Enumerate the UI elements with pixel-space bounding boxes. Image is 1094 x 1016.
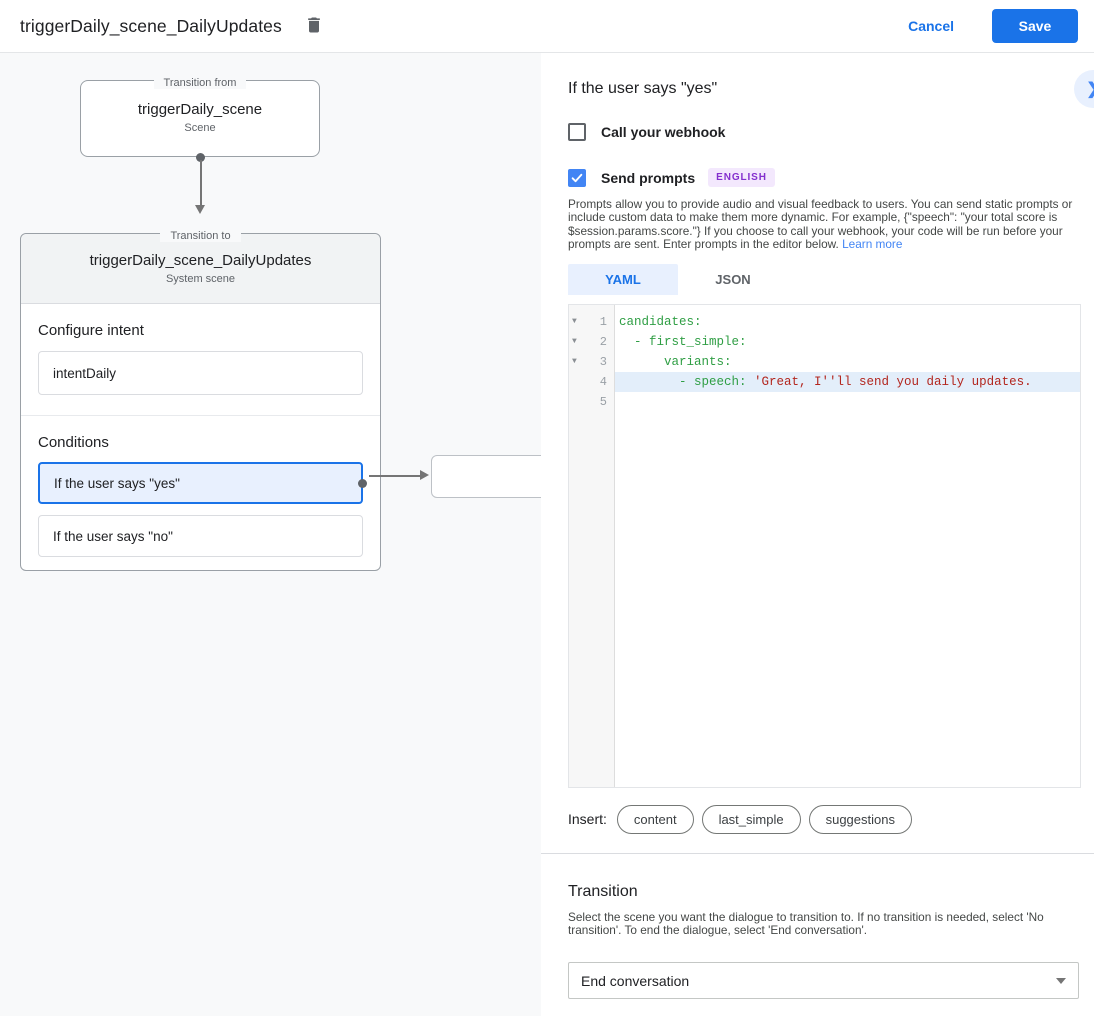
editor-format-tabs: YAML JSON: [568, 263, 1078, 295]
condition-arrowhead-icon: [420, 470, 429, 480]
connector-arrowhead-icon: [195, 205, 205, 214]
code-line-1: candidates:: [619, 314, 702, 329]
conditions-heading: Conditions: [38, 434, 109, 451]
insert-label: Insert:: [568, 811, 607, 828]
learn-more-link[interactable]: Learn more: [842, 237, 903, 252]
to-scene-header: triggerDaily_scene_DailyUpdates System s…: [21, 234, 380, 304]
transition-from-node[interactable]: Transition from triggerDaily_scene Scene: [80, 77, 320, 157]
from-scene-type: Scene: [184, 122, 216, 134]
condition-connector-dot: [358, 478, 367, 488]
collapse-panel-button[interactable]: ❯: [1074, 70, 1094, 108]
code-line-5: [615, 392, 1080, 412]
checkmark-icon: [570, 171, 584, 185]
trash-icon: [304, 15, 324, 38]
send-prompts-checkbox[interactable]: [568, 168, 586, 187]
transition-to-node: Transition to triggerDaily_scene_DailyUp…: [20, 230, 381, 571]
configure-intent-heading: Configure intent: [38, 322, 144, 339]
condition-item-no[interactable]: If the user says "no": [38, 515, 363, 557]
transition-selected-value: End conversation: [581, 972, 690, 989]
condition-no-label: If the user says "no": [53, 528, 173, 544]
to-scene-name: triggerDaily_scene_DailyUpdates: [89, 252, 312, 269]
insert-last-simple-chip[interactable]: last_simple: [701, 804, 801, 834]
cancel-button[interactable]: Cancel: [892, 10, 970, 42]
prompt-code-editor[interactable]: ▼1 ▼2 ▼3 4 5 candidates: - first_simple:…: [568, 303, 1081, 788]
dropdown-caret-icon: [1056, 977, 1066, 984]
intent-value: intentDaily: [53, 365, 117, 381]
condition-yes-label: If the user says "yes": [54, 475, 180, 491]
editor-code-area[interactable]: candidates: - first_simple: variants: - …: [615, 305, 1080, 787]
connector-line: [200, 160, 202, 206]
save-button[interactable]: Save: [992, 9, 1078, 43]
tab-json[interactable]: JSON: [715, 271, 751, 287]
code-line-2: - first_simple:: [619, 334, 747, 349]
insert-suggestions-chip[interactable]: suggestions: [808, 804, 912, 834]
code-line-4-active: - speech: 'Great, I''ll send you daily u…: [615, 371, 1080, 392]
to-scene-type: System scene: [165, 273, 236, 285]
chevron-right-icon: ❯: [1086, 79, 1094, 99]
fold-arrow-icon[interactable]: ▼: [572, 356, 577, 366]
transition-select[interactable]: End conversation: [568, 962, 1079, 1000]
condition-item-yes[interactable]: If the user says "yes": [38, 462, 367, 504]
call-webhook-label: Call your webhook: [601, 124, 726, 140]
condition-target-node[interactable]: [431, 455, 541, 498]
send-prompts-label: Send prompts: [601, 169, 696, 186]
language-badge: ENGLISH: [708, 168, 775, 187]
connector-dot: [196, 153, 205, 162]
transition-from-label: Transition from: [81, 73, 319, 91]
from-scene-name: triggerDaily_scene: [137, 101, 263, 118]
intent-conditions-divider: [21, 415, 380, 416]
fold-arrow-icon[interactable]: ▼: [572, 316, 577, 326]
main-area: Transition from triggerDaily_scene Scene…: [0, 53, 1094, 1016]
transition-heading: Transition: [568, 882, 638, 900]
intent-field[interactable]: intentDaily: [38, 351, 363, 395]
delete-scene-button[interactable]: [298, 10, 330, 42]
section-divider: [541, 852, 1094, 854]
editor-gutter: ▼1 ▼2 ▼3 4 5: [569, 304, 615, 787]
fold-arrow-icon[interactable]: ▼: [572, 336, 577, 346]
condition-panel-title: If the user says "yes": [568, 80, 718, 97]
insert-content-chip[interactable]: content: [616, 804, 694, 834]
condition-editor-panel: If the user says "yes" ❯ Call your webho…: [541, 53, 1094, 1016]
call-webhook-checkbox[interactable]: [568, 123, 586, 141]
code-line-3: variants:: [619, 354, 732, 369]
transition-description: Select the scene you want the dialogue t…: [568, 909, 1044, 938]
condition-connector-line: [369, 475, 421, 477]
toolbar: triggerDaily_scene_DailyUpdates Cancel S…: [0, 0, 1094, 53]
insert-snippet-row: Insert: content last_simple suggestions: [568, 804, 1078, 834]
prompts-description: Prompts allow you to provide audio and v…: [568, 197, 1073, 252]
tab-yaml[interactable]: YAML: [568, 263, 678, 295]
page-title: triggerDaily_scene_DailyUpdates: [20, 15, 282, 36]
scene-flow-canvas: Transition from triggerDaily_scene Scene…: [0, 53, 541, 1016]
